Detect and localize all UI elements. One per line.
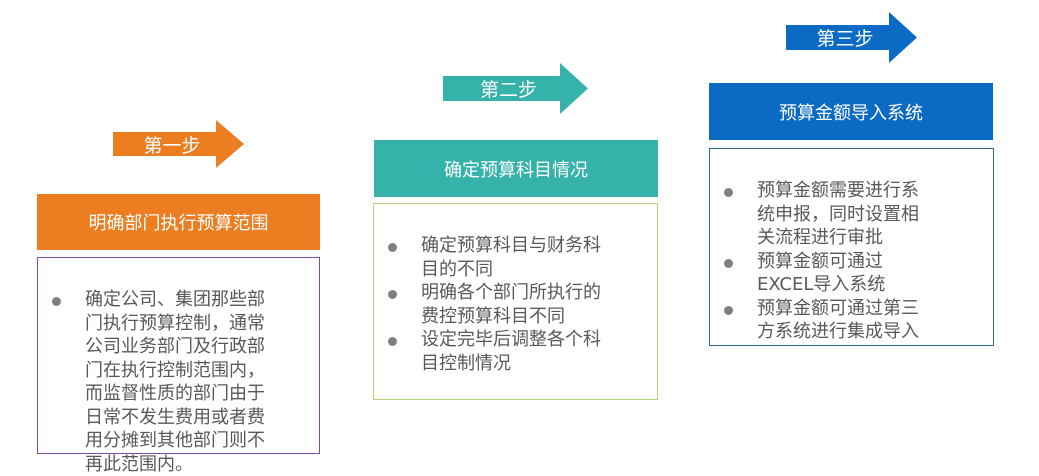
right-arrow-icon — [113, 120, 244, 168]
step2-arrow-label: 第二步 — [479, 79, 537, 101]
step2-box: 确定预算科目与财务科目的不同 明确各个部门所执行的费控预算科目不同 设定完毕后调… — [373, 203, 658, 400]
step3-bullet-2: 预算金额可通过EXCEL导入系统 — [710, 250, 929, 297]
step3-arrow: 第三步 — [786, 12, 917, 63]
step3-title: 预算金额导入系统 — [709, 83, 993, 140]
step2-bullet-2: 明确各个部门所执行的费控预算科目不同 — [374, 281, 609, 328]
step1-arrow: 第一步 — [113, 120, 244, 168]
step1-title: 明确部门执行预算范围 — [37, 194, 320, 250]
step3-bullet-list: 预算金额需要进行系统申报，同时设置相关流程进行审批 预算金额可通过EXCEL导入… — [710, 179, 993, 344]
step1-bullet-list: 确定公司、集团那些部门执行预算控制，通常公司业务部门及行政部门在执行控制范围内，… — [38, 288, 319, 476]
step3-bullet-3: 预算金额可通过第三方系统进行集成导入 — [710, 297, 929, 344]
step2-bullet-1: 确定预算科目与财务科目的不同 — [374, 234, 609, 281]
right-arrow-icon — [786, 12, 917, 63]
step1-bullet-1: 确定公司、集团那些部门执行预算控制，通常公司业务部门及行政部门在执行控制范围内，… — [38, 288, 265, 476]
step3-box: 预算金额需要进行系统申报，同时设置相关流程进行审批 预算金额可通过EXCEL导入… — [709, 148, 994, 346]
step2-bullet-list: 确定预算科目与财务科目的不同 明确各个部门所执行的费控预算科目不同 设定完毕后调… — [374, 234, 657, 375]
right-arrow-icon — [443, 63, 588, 114]
step2-arrow: 第二步 — [443, 63, 588, 114]
step3-arrow-label: 第三步 — [816, 28, 874, 50]
step2-title: 确定预算科目情况 — [374, 140, 658, 197]
step1-arrow-label: 第一步 — [143, 134, 201, 157]
step2-bullet-3: 设定完毕后调整各个科目控制情况 — [374, 328, 609, 375]
step1-box: 确定公司、集团那些部门执行预算控制，通常公司业务部门及行政部门在执行控制范围内，… — [37, 257, 320, 475]
step3-bullet-1: 预算金额需要进行系统申报，同时设置相关流程进行审批 — [710, 179, 929, 250]
